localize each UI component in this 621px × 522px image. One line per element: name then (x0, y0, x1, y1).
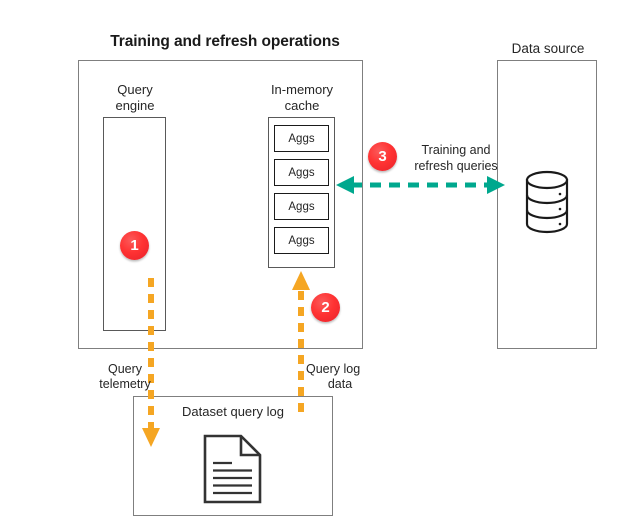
training-refresh-queries-label-line1: Training and (421, 143, 491, 157)
query-log-data-label-line1: Query log (306, 362, 361, 376)
aggs-chip: Aggs (274, 193, 329, 220)
query-log-data-label-line2: data (327, 377, 353, 391)
diagram-title: Training and refresh operations (110, 33, 340, 50)
training-refresh-queries-label-line2: refresh queries (414, 159, 498, 173)
aggs-chip: Aggs (274, 227, 329, 254)
query-engine-label-line2: engine (115, 98, 155, 113)
query-telemetry-label: Query telemetry (85, 362, 165, 392)
step-badge-2: 2 (311, 293, 340, 322)
data-source-title: Data source (511, 41, 585, 56)
in-memory-cache-label-line2: cache (284, 98, 320, 113)
query-log-data-label: Query log data (306, 362, 374, 392)
query-telemetry-label-line2: telemetry (99, 377, 151, 391)
aggs-stack: Aggs Aggs Aggs Aggs (274, 125, 329, 254)
step-badge-1: 1 (120, 231, 149, 260)
training-refresh-queries-label: Training and refresh queries (404, 142, 508, 174)
dataset-query-log-title: Dataset query log (182, 404, 284, 419)
step-badge-3: 3 (368, 142, 397, 171)
aggs-chip: Aggs (274, 159, 329, 186)
aggs-chip: Aggs (274, 125, 329, 152)
in-memory-cache-label-line1: In-memory (270, 82, 334, 97)
query-telemetry-label-line1: Query (107, 362, 143, 376)
in-memory-cache-label: In-memory cache (260, 82, 344, 114)
query-engine-label: Query engine (99, 82, 171, 114)
query-engine-label-line1: Query (117, 82, 153, 97)
query-engine-box (103, 117, 166, 331)
data-source-container (497, 60, 597, 349)
